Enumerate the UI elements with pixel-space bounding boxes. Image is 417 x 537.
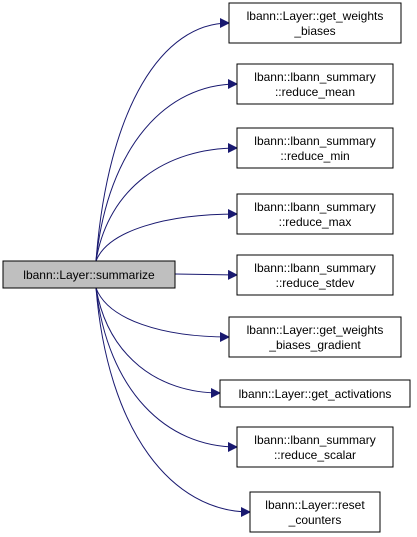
callee-node-reduce-mean[interactable]: lbann::lbann_summary ::reduce_mean [236, 63, 394, 105]
call-edge [174, 269, 238, 280]
callee-node-label-line1: lbann::lbann_summary [254, 261, 375, 275]
callee-node-label-line1: lbann::lbann_summary [254, 70, 375, 84]
callee-node-label-line2: _biases_gradient [268, 338, 361, 352]
call-edge [95, 287, 230, 342]
callee-node-box [236, 63, 394, 105]
callee-node-box [249, 491, 381, 533]
callee-node-box [236, 426, 394, 468]
call-edge [95, 287, 221, 398]
callee-node-box [236, 127, 394, 169]
callee-node-box [219, 379, 411, 408]
callee-node-reduce-max[interactable]: lbann::lbann_summary ::reduce_max [236, 193, 394, 235]
callee-node-label-line2: ::reduce_stdev [276, 276, 355, 290]
callee-node-reset-counters[interactable]: lbann::Layer::reset _counters [249, 491, 381, 533]
callee-node-get-weights-biases[interactable]: lbann::Layer::get_weights _biases [228, 2, 402, 44]
callee-node-label-line2: ::reduce_mean [275, 85, 355, 99]
root-node[interactable]: lbann::Layer::summarize [2, 260, 176, 289]
callee-node-label-line2: ::reduce_max [279, 215, 352, 229]
callee-node-box [236, 193, 394, 235]
root-node-label: lbann::Layer::summarize [23, 268, 155, 282]
callee-node-label-line1: lbann::Layer::get_weights [247, 323, 384, 337]
callee-node-label-line1: lbann::Layer::get_weights [247, 9, 384, 23]
callee-node-label-line1: lbann::Layer::reset [265, 498, 365, 512]
call-edge [95, 79, 238, 262]
root-node-box [2, 260, 176, 289]
callee-node-label-line2: ::reduce_min [280, 149, 349, 163]
callee-node-label-line2: _counters [288, 513, 342, 527]
callee-node-box [228, 2, 402, 44]
callee-node-box [236, 254, 394, 296]
call-edges [95, 18, 251, 517]
callee-node-label-line1: lbann::lbann_summary [254, 433, 375, 447]
callee-node-reduce-scalar[interactable]: lbann::lbann_summary ::reduce_scalar [236, 426, 394, 468]
callee-node-box [228, 316, 402, 358]
call-edge [95, 287, 238, 452]
callee-nodes: lbann::Layer::get_weights _biases lbann:… [219, 2, 411, 533]
callee-node-label: lbann::Layer::get_activations [239, 387, 392, 401]
callee-node-get-weights-biases-gradient[interactable]: lbann::Layer::get_weights _biases_gradie… [228, 316, 402, 358]
call-edge [95, 18, 230, 262]
callee-node-label-line1: lbann::lbann_summary [254, 200, 375, 214]
callee-node-label-line2: ::reduce_scalar [274, 448, 356, 462]
callee-node-label-line1: lbann::lbann_summary [254, 134, 375, 148]
call-edge [95, 287, 251, 517]
callee-node-label-line2: _biases [293, 24, 335, 38]
callee-node-reduce-min[interactable]: lbann::lbann_summary ::reduce_min [236, 127, 394, 169]
callee-node-reduce-stdev[interactable]: lbann::lbann_summary ::reduce_stdev [236, 254, 394, 296]
callee-node-get-activations[interactable]: lbann::Layer::get_activations [219, 379, 411, 408]
call-edge [95, 209, 238, 262]
call-edge [95, 143, 238, 262]
